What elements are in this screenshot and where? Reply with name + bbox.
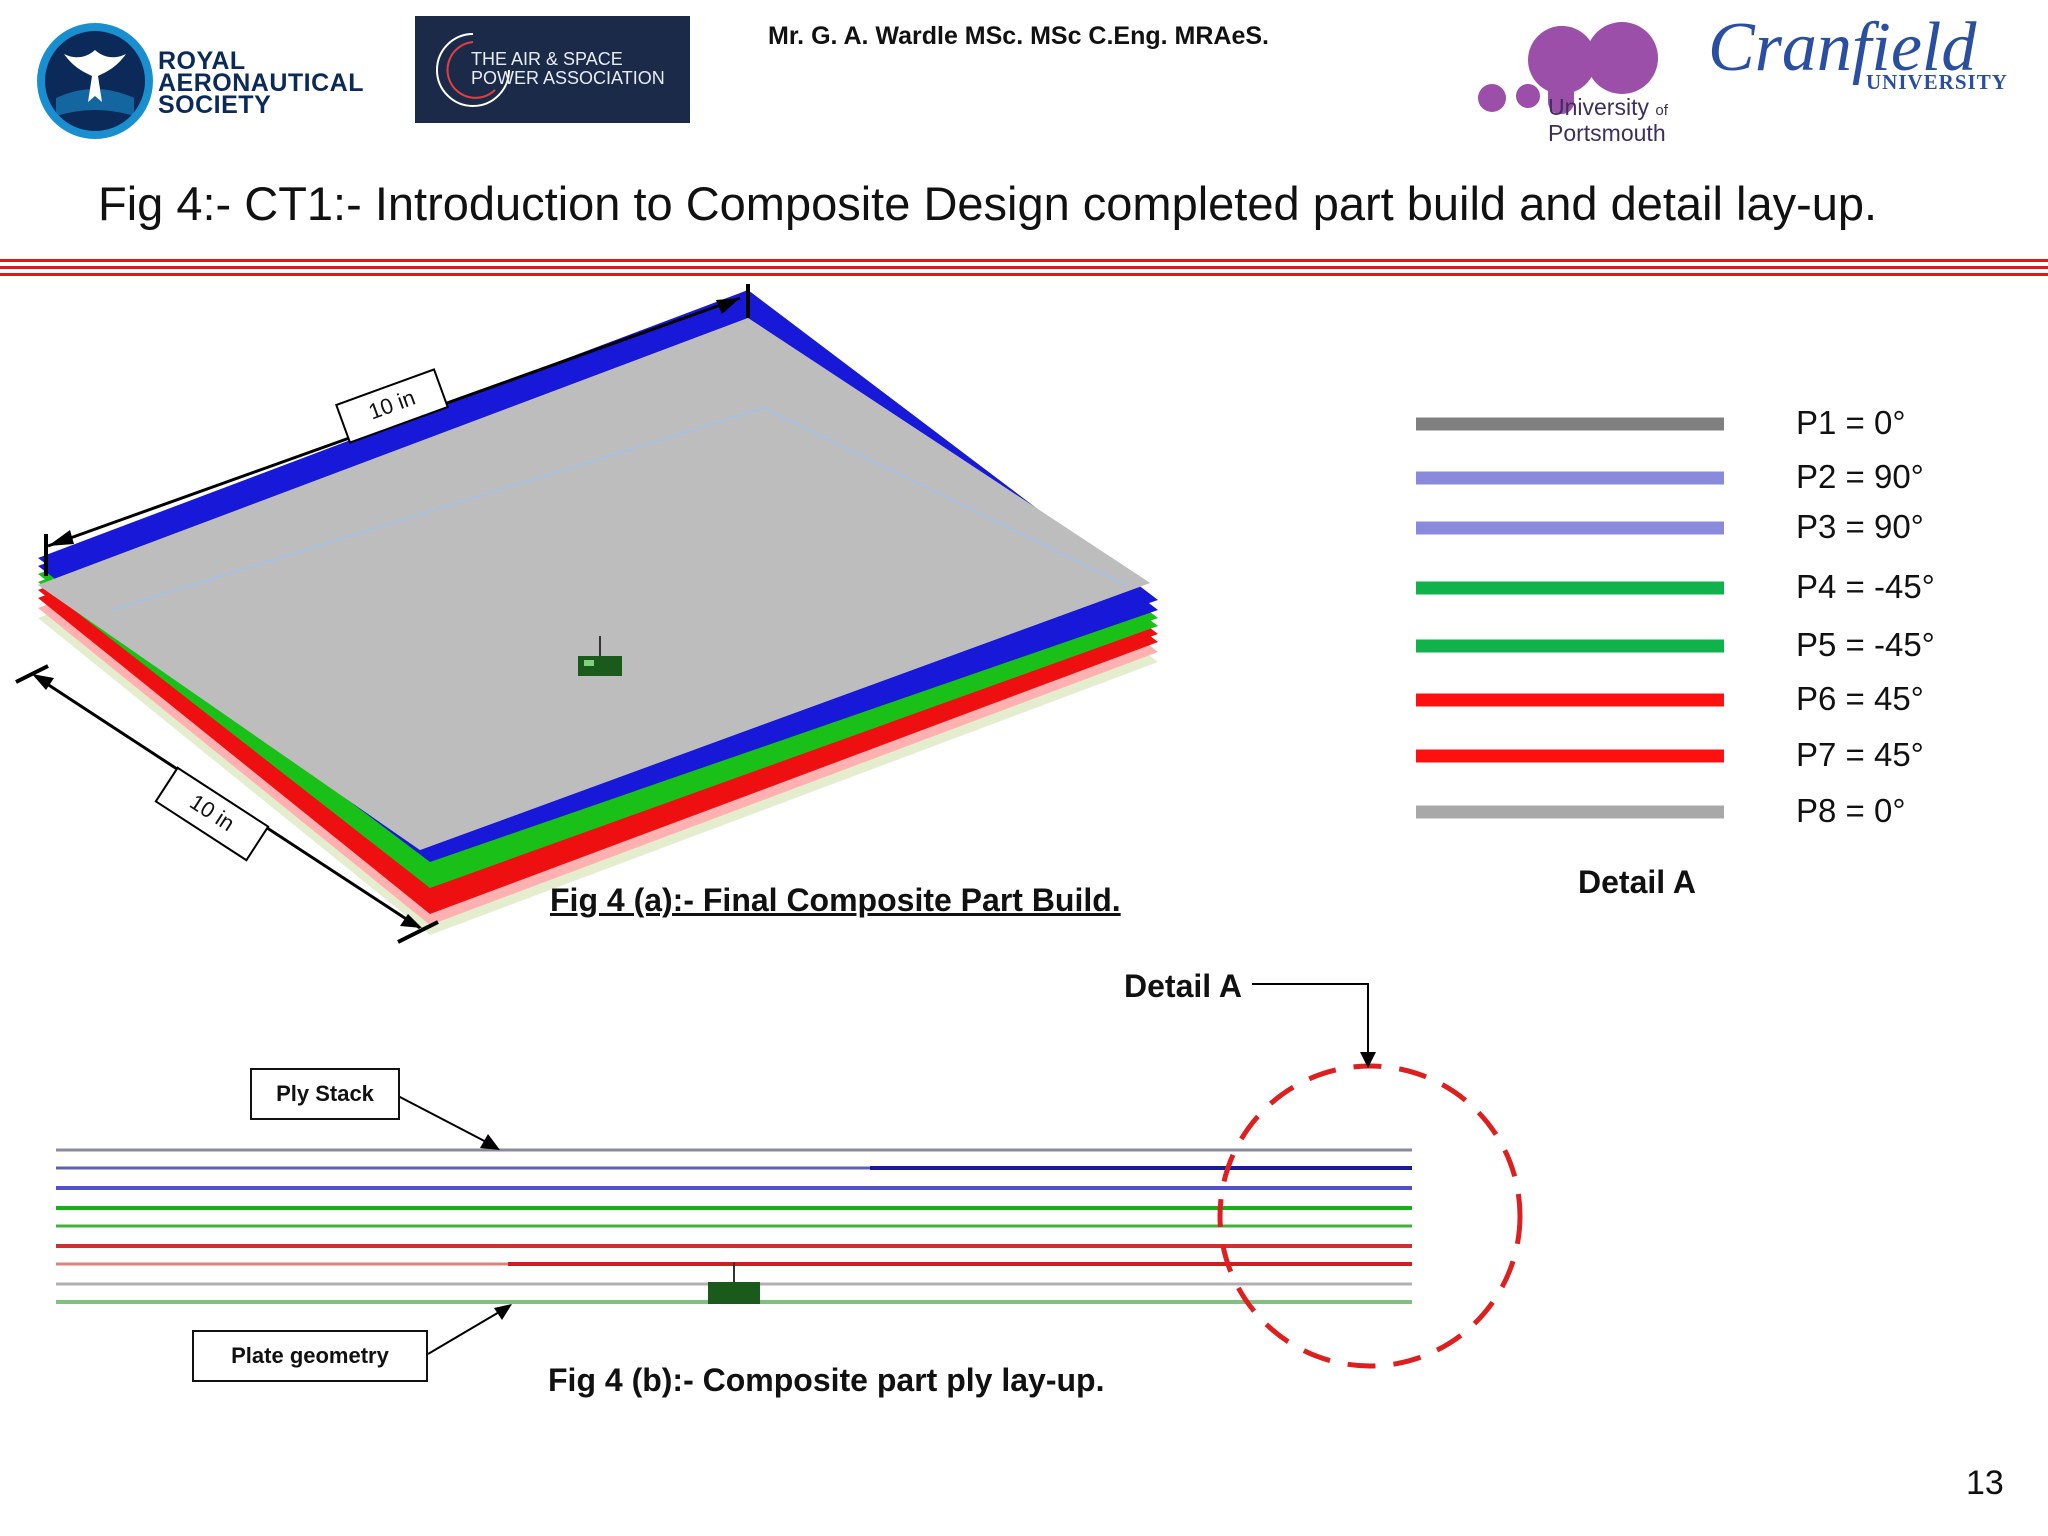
- legend-label-7: P7 = 45°: [1796, 736, 1924, 773]
- layup-axis-triad-icon: [708, 1262, 760, 1304]
- plate-top-surface: [38, 318, 1150, 850]
- portsmouth-line2: Portsmouth: [1548, 120, 1666, 146]
- fig-a-caption: Fig 4 (a):- Final Composite Part Build.: [550, 882, 1121, 918]
- legend-label-6: P6 = 45°: [1796, 680, 1924, 717]
- aspa-line2: POWER ASSOCIATION: [471, 68, 665, 88]
- portsmouth-of: of: [1655, 102, 1668, 119]
- fig-b-caption: Fig 4 (b):- Composite part ply lay-up.: [548, 1362, 1105, 1398]
- portsmouth-logo: University of Portsmouth: [1470, 14, 1690, 146]
- ply-layup-lines: [56, 1148, 1412, 1304]
- ras-line2: AERONAUTICAL: [158, 69, 364, 97]
- detail-a-callout-arrow: [1252, 983, 1376, 1068]
- detail-a-legend-lines: [1416, 417, 1724, 819]
- cranfield-sub: UNIVERSITY: [1866, 70, 2008, 94]
- aspa-logo: THE AIR & SPACE POWER ASSOCIATION: [415, 16, 690, 123]
- plate-outline-inner: [111, 406, 1129, 611]
- page-number: 13: [1966, 1464, 2004, 1502]
- ras-line1: ROYAL: [158, 47, 246, 75]
- legend-label-1: P1 = 0°: [1796, 404, 1906, 441]
- detail-a-circle: [1217, 1063, 1523, 1369]
- legend-label-5: P5 = -45°: [1796, 626, 1935, 663]
- cranfield-name: Cranfield: [1708, 9, 1977, 86]
- aspa-orbit-icon: [436, 33, 510, 107]
- plate-geometry-pointer: [427, 1304, 512, 1355]
- dimension-side-label-box: [154, 766, 270, 862]
- plate-geometry-label: Plate geometry: [192, 1330, 428, 1382]
- detail-a-callout-label: Detail A: [1124, 968, 1242, 1004]
- portsmouth-line1: University: [1548, 94, 1649, 120]
- header-rule: [0, 259, 2048, 276]
- ply-stack-label: Ply Stack: [250, 1068, 400, 1120]
- legend-label-4: P4 = -45°: [1796, 568, 1935, 605]
- ras-logo: ROYAL AERONAUTICAL SOCIETY: [30, 20, 364, 140]
- legend-label-3: P3 = 90°: [1796, 508, 1924, 545]
- page-title: Fig 4:- CT1:- Introduction to Composite …: [98, 177, 1878, 230]
- plate-stack: [38, 290, 1158, 935]
- aspa-line1: THE AIR & SPACE: [471, 49, 623, 69]
- legend-label-8: P8 = 0°: [1796, 792, 1906, 829]
- portsmouth-dots-icon: [1478, 22, 1658, 114]
- legend-label-2: P2 = 90°: [1796, 458, 1924, 495]
- cranfield-logo: Cranfield UNIVERSITY: [1700, 4, 2040, 104]
- ply-stack-pointer: [397, 1095, 500, 1150]
- axis-triad-icon: [578, 636, 622, 676]
- dimension-top-label-box: [335, 368, 449, 444]
- ras-emblem-icon: [37, 23, 153, 139]
- ras-line3: SOCIETY: [158, 91, 272, 119]
- detail-a-title: Detail A: [1578, 864, 1696, 900]
- author-credit: Mr. G. A. Wardle MSc. MSc C.Eng. MRAeS.: [768, 22, 1270, 50]
